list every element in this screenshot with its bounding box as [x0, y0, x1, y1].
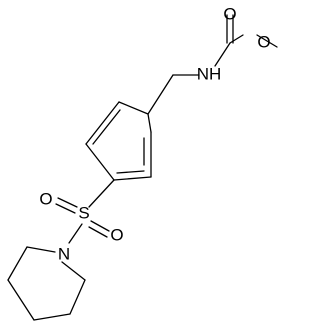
piperidine-bond-1: [61, 261, 86, 281]
bond-sulfonyl-oxygen-left-a: [57, 197, 78, 208]
piperidine-bond-3: [33, 313, 71, 321]
bond-methyl-ester-oxygen: [256, 34, 278, 48]
ring-bond-2: [85, 101, 120, 145]
ring-nitrogen-label: N: [58, 244, 70, 263]
bond-methylene-ring: [147, 74, 174, 115]
ring-bond-6: [147, 113, 152, 133]
piperidine-bond-4: [7, 279, 35, 321]
carbonyl-oxygen-label: O: [223, 4, 236, 23]
ring-bond-4: [113, 176, 152, 181]
piperidine-bond-5: [7, 246, 28, 281]
ring-inner-bond-a: [92, 109, 121, 145]
bond-sulfonyl-oxygen-right-b: [88, 226, 108, 238]
piperidine-bond-6: [26, 246, 56, 253]
ester-oxygen-label: O: [257, 32, 270, 51]
amine-label: NH: [197, 64, 222, 83]
bond-carbonyl-amine: [214, 42, 231, 67]
bond-sulfonyl-oxygen-right-a: [90, 220, 110, 232]
structure-canvas: O O NH S O O N: [7, 4, 278, 321]
bond-ester-oxygen-carbonyl: [229, 34, 244, 44]
piperidine-bond-2: [69, 279, 86, 315]
sulfur-label: S: [78, 203, 89, 222]
bond-ring-sulfur: [88, 179, 115, 208]
ring-bond-3: [85, 143, 115, 181]
ring-bond-1: [118, 101, 149, 115]
bond-sulfur-nitrogen: [68, 223, 83, 244]
bond-sulfonyl-oxygen-left-b: [55, 203, 76, 214]
sulfonyl-oxygen-right-label: O: [110, 225, 123, 244]
chemical-structure-diagram: O O NH S O O N: [7, 4, 278, 321]
sulfonyl-oxygen-left-label: O: [39, 189, 52, 208]
ring-inner-bond-b: [116, 170, 145, 174]
